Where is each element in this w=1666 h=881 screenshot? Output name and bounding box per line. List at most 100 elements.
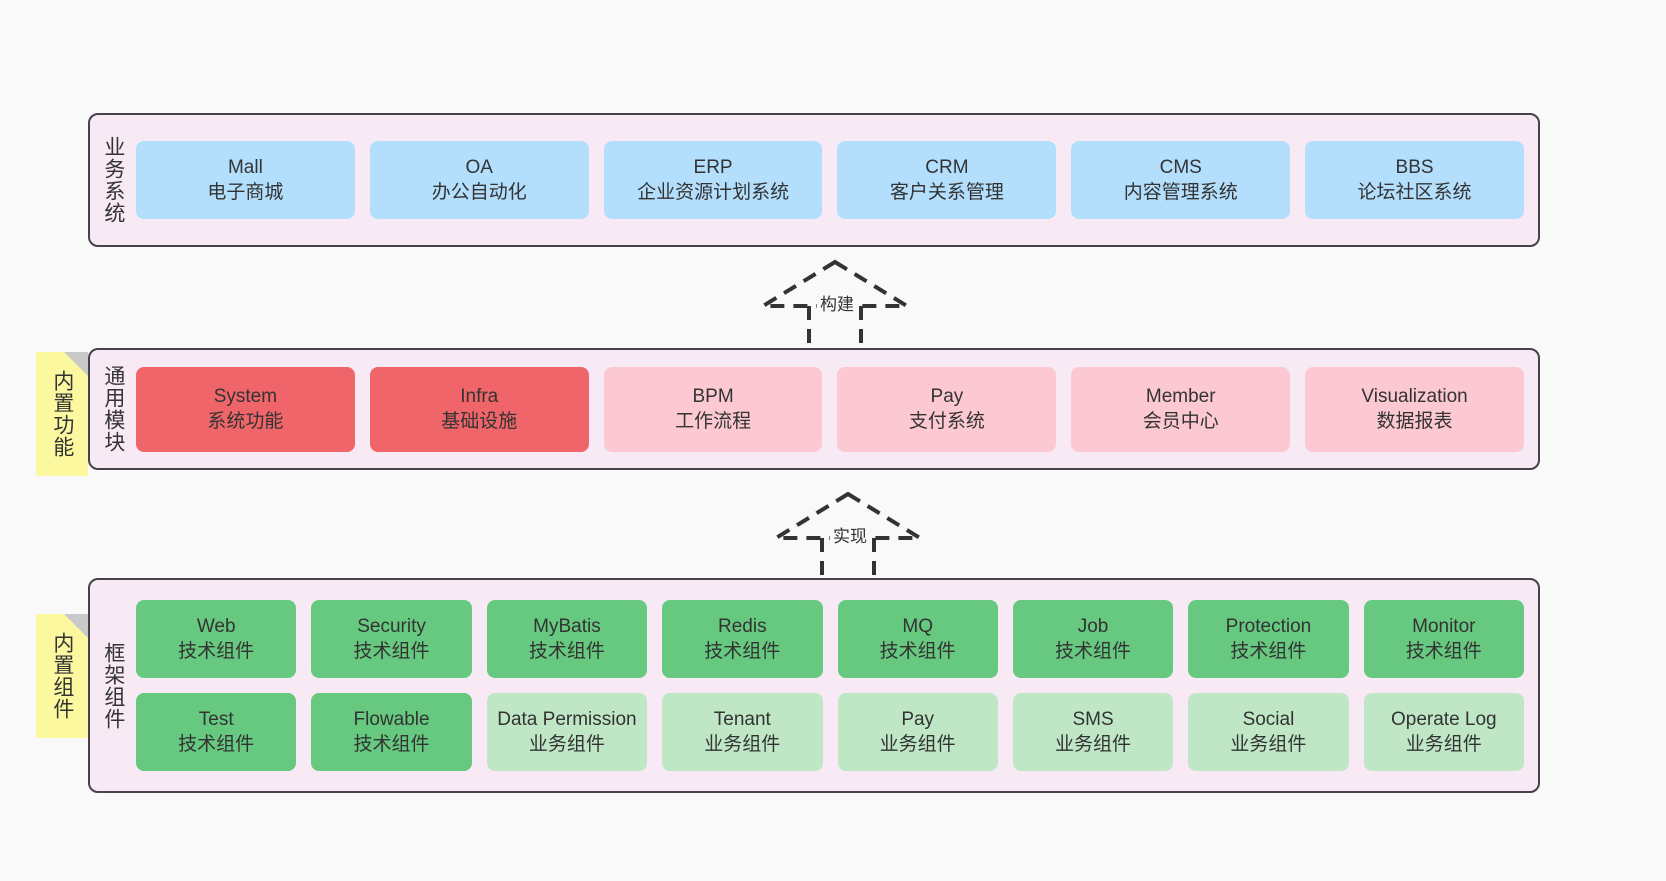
node-title: Mall	[227, 156, 263, 178]
node-web[interactable]: Web 技术组件	[136, 600, 297, 678]
node-member[interactable]: Member 会员中心	[1071, 366, 1291, 452]
node-title: OA	[465, 156, 493, 178]
node-subtitle: 办公自动化	[431, 182, 527, 203]
node-operate-log[interactable]: Operate Log 业务组件	[1363, 693, 1524, 771]
node-pay-service[interactable]: Pay 业务组件	[837, 693, 998, 771]
arrowhead-triangle-icon	[768, 491, 928, 540]
node-title: ERP	[693, 156, 733, 178]
node-subtitle: 技术组件	[1405, 641, 1482, 662]
node-job[interactable]: Job 技术组件	[1012, 600, 1174, 678]
framework-tech-row: Web 技术组件 Security 技术组件 MyBatis 技术组件 Redi…	[136, 600, 1524, 678]
node-subtitle: 技术组件	[879, 641, 956, 662]
node-title: System	[213, 385, 278, 407]
node-subtitle: 技术组件	[704, 641, 781, 662]
node-subtitle: 支付系统	[908, 411, 985, 432]
node-subtitle: 客户关系管理	[889, 182, 1004, 203]
node-system[interactable]: System 系统功能	[136, 366, 355, 452]
node-title: Protection	[1225, 615, 1312, 637]
node-title: Test	[198, 708, 234, 730]
node-subtitle: 基础设施	[441, 411, 518, 432]
node-subtitle: 业务组件	[528, 734, 605, 755]
node-mybatis[interactable]: MyBatis 技术组件	[486, 600, 648, 678]
node-data-permission[interactable]: Data Permission 业务组件	[486, 693, 648, 771]
business-node-row: Mall 电子商城 OA 办公自动化 ERP 企业资源计划系统 CRM 客户关系…	[136, 141, 1524, 219]
layer-common-modules: 通用模块 System 系统功能 Infra 基础设施 BPM 工作流程 Pay…	[88, 348, 1540, 470]
page-fold-icon	[64, 614, 88, 638]
node-security[interactable]: Security 技术组件	[311, 600, 472, 678]
node-title: Redis	[718, 615, 767, 637]
node-subtitle: 业务组件	[1230, 734, 1307, 755]
node-social[interactable]: Social 业务组件	[1188, 693, 1349, 771]
node-cms[interactable]: CMS 内容管理系统	[1071, 141, 1291, 219]
node-bpm[interactable]: BPM 工作流程	[603, 366, 823, 452]
node-pay-module[interactable]: Pay 支付系统	[837, 366, 1057, 452]
node-title: Visualization	[1361, 385, 1468, 407]
node-subtitle: 会员中心	[1142, 411, 1219, 432]
arrow-build-label: 构建	[817, 295, 857, 315]
node-mall[interactable]: Mall 电子商城	[136, 141, 355, 219]
layer-modules-body: System 系统功能 Infra 基础设施 BPM 工作流程 Pay 支付系统…	[136, 350, 1538, 468]
node-monitor[interactable]: Monitor 技术组件	[1363, 600, 1524, 678]
node-oa[interactable]: OA 办公自动化	[369, 141, 589, 219]
node-subtitle: 业务组件	[704, 734, 781, 755]
node-subtitle: 技术组件	[353, 734, 430, 755]
page-fold-icon	[64, 352, 88, 376]
node-subtitle: 电子商城	[207, 182, 284, 203]
node-title: Tenant	[713, 708, 771, 730]
arrow-shaft	[820, 538, 876, 582]
node-crm[interactable]: CRM 客户关系管理	[837, 141, 1057, 219]
node-title: Monitor	[1412, 615, 1476, 637]
node-infra[interactable]: Infra 基础设施	[369, 366, 589, 452]
layer-framework-body: Web 技术组件 Security 技术组件 MyBatis 技术组件 Redi…	[136, 580, 1538, 791]
node-title: Infra	[460, 385, 499, 407]
node-protection[interactable]: Protection 技术组件	[1188, 600, 1349, 678]
node-title: CRM	[925, 156, 969, 178]
layer-business-body: Mall 电子商城 OA 办公自动化 ERP 企业资源计划系统 CRM 客户关系…	[136, 115, 1538, 245]
node-subtitle: 技术组件	[1230, 641, 1307, 662]
node-subtitle: 技术组件	[178, 734, 255, 755]
node-erp[interactable]: ERP 企业资源计划系统	[603, 141, 823, 219]
node-title: Social	[1242, 708, 1295, 730]
node-title: Data Permission	[497, 708, 637, 730]
node-title: BBS	[1395, 156, 1434, 178]
node-subtitle: 技术组件	[353, 641, 430, 662]
node-title: Security	[357, 615, 426, 637]
node-subtitle: 技术组件	[1055, 641, 1132, 662]
node-subtitle: 工作流程	[675, 411, 752, 432]
node-title: SMS	[1072, 708, 1114, 730]
sticky-note-label: 内置组件	[50, 632, 74, 720]
node-visualization[interactable]: Visualization 数据报表	[1305, 366, 1524, 452]
layer-business-title: 业务系统	[101, 136, 125, 224]
layer-framework-title: 框架组件	[101, 641, 125, 730]
node-title: Pay	[930, 385, 964, 407]
node-title: Job	[1077, 615, 1109, 637]
node-sms[interactable]: SMS 业务组件	[1012, 693, 1174, 771]
node-title: Flowable	[353, 708, 430, 730]
arrow-build: 构建	[755, 258, 915, 350]
node-flowable[interactable]: Flowable 技术组件	[311, 693, 472, 771]
node-title: Web	[196, 615, 236, 637]
node-bbs[interactable]: BBS 论坛社区系统	[1305, 141, 1524, 219]
node-title: Member	[1145, 385, 1216, 407]
node-title: Operate Log	[1390, 708, 1497, 730]
sticky-note-label: 内置功能	[50, 370, 74, 458]
arrow-implement-shape	[768, 491, 928, 582]
arrow-implement: 实现	[768, 490, 928, 582]
arrowhead-triangle-icon	[755, 259, 915, 308]
node-subtitle: 内容管理系统	[1123, 182, 1238, 203]
node-title: CMS	[1159, 156, 1202, 178]
node-test[interactable]: Test 技术组件	[136, 693, 297, 771]
node-subtitle: 业务组件	[1055, 734, 1132, 755]
node-subtitle: 论坛社区系统	[1357, 182, 1472, 203]
node-title: MyBatis	[533, 615, 601, 637]
node-tenant[interactable]: Tenant 业务组件	[662, 693, 823, 771]
node-redis[interactable]: Redis 技术组件	[662, 600, 823, 678]
node-subtitle: 技术组件	[528, 641, 605, 662]
module-node-row: System 系统功能 Infra 基础设施 BPM 工作流程 Pay 支付系统…	[136, 366, 1524, 452]
arrow-implement-label: 实现	[830, 527, 870, 547]
node-subtitle: 企业资源计划系统	[637, 182, 790, 203]
node-mq[interactable]: MQ 技术组件	[837, 600, 998, 678]
layer-framework-components: 框架组件 Web 技术组件 Security 技术组件 MyBatis 技术组件…	[88, 578, 1540, 793]
layer-modules-title: 通用模块	[101, 365, 125, 453]
